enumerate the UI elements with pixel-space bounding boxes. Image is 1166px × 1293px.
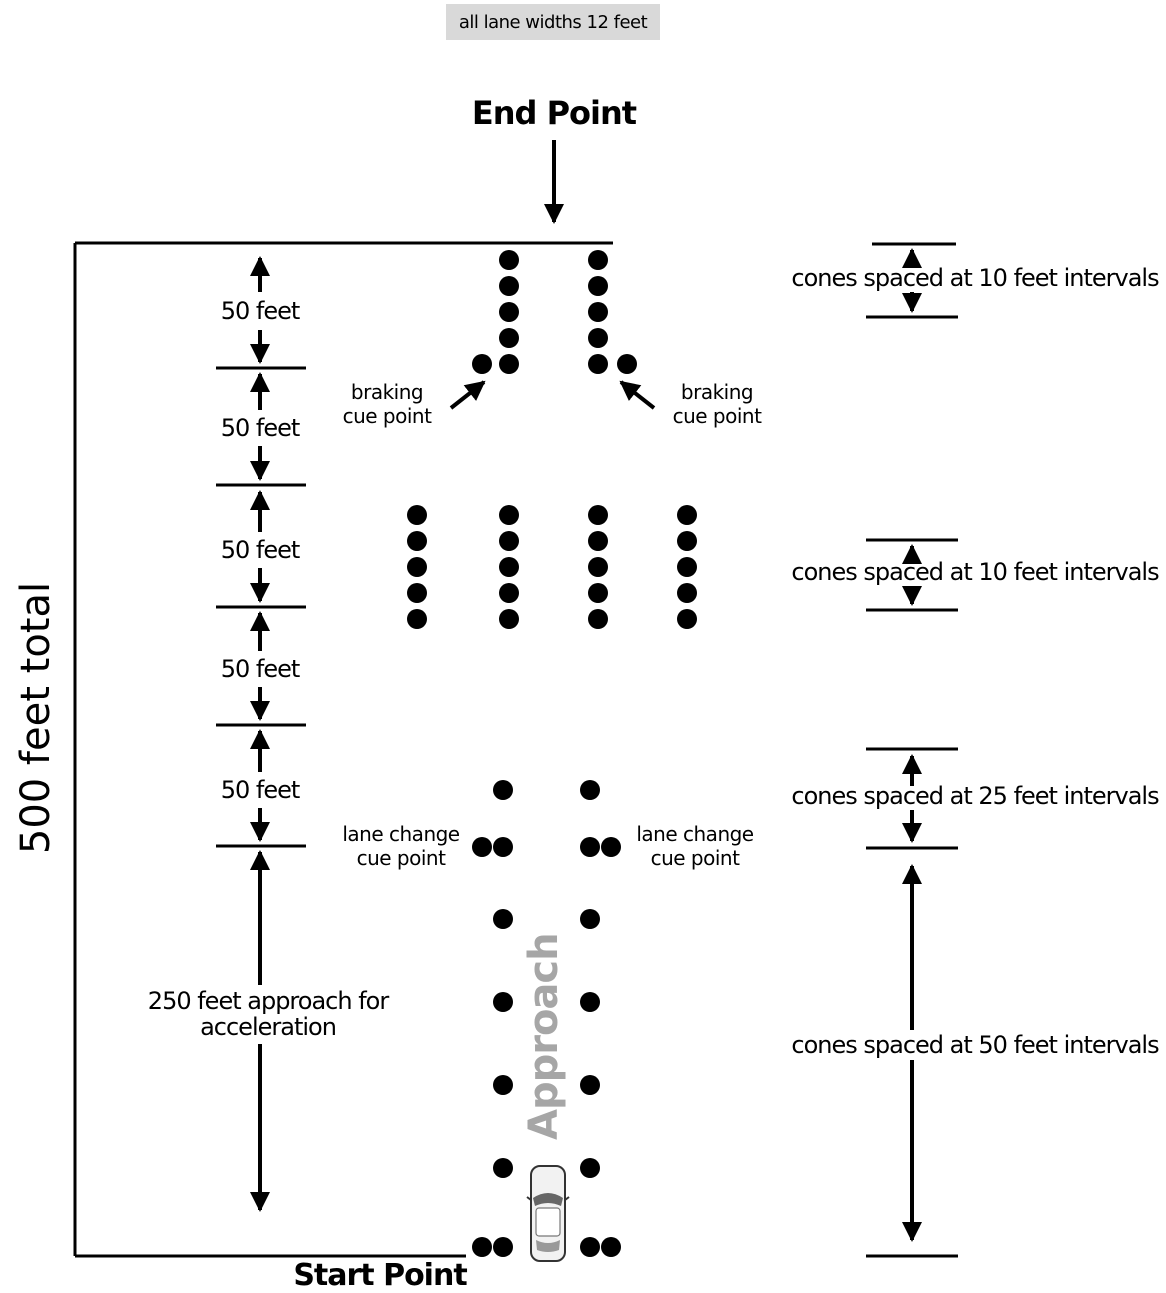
lane-change-right-line-1: lane change (636, 822, 754, 846)
spacing-label-4: cones spaced at 50 feet intervals (791, 1031, 1159, 1059)
lane-width-note: all lane widths 12 feet (446, 4, 660, 40)
segment-label-5: 50 feet (212, 776, 308, 804)
segment-label-1: 50 feet (212, 297, 308, 325)
total-length-label: 500 feet total (13, 581, 59, 855)
spacing-label-1: cones spaced at 10 feet intervals (791, 264, 1159, 292)
lane-change-cue-label-left: lane change cue point (338, 822, 464, 870)
lane-change-left-line-2: cue point (356, 846, 446, 870)
braking-cue-left-line-2: cue point (342, 404, 432, 428)
lane-change-right-line-2: cue point (650, 846, 740, 870)
spacing-label-2: cones spaced at 10 feet intervals (791, 558, 1159, 586)
braking-cue-label-left: braking cue point (332, 380, 442, 428)
segment-label-3: 50 feet (212, 536, 308, 564)
braking-cue-label-right: braking cue point (662, 380, 772, 428)
end-point-label: End Point (454, 94, 654, 132)
approach-length-label: 250 feet approach for acceleration (140, 988, 396, 1040)
segment-label-2: 50 feet (212, 414, 308, 442)
approach-watermark: Approach (521, 933, 567, 1140)
approach-length-line-1: 250 feet approach for (147, 987, 389, 1015)
braking-cue-right-line-2: cue point (672, 404, 762, 428)
approach-length-line-2: acceleration (200, 1013, 337, 1041)
braking-cue-left-line-1: braking (350, 380, 424, 404)
lane-change-left-line-1: lane change (342, 822, 460, 846)
segment-label-4: 50 feet (212, 655, 308, 683)
braking-cue-right-line-1: braking (680, 380, 754, 404)
spacing-label-3: cones spaced at 25 feet intervals (791, 782, 1159, 810)
lane-change-cue-label-right: lane change cue point (632, 822, 758, 870)
start-point-label: Start Point (293, 1258, 467, 1293)
